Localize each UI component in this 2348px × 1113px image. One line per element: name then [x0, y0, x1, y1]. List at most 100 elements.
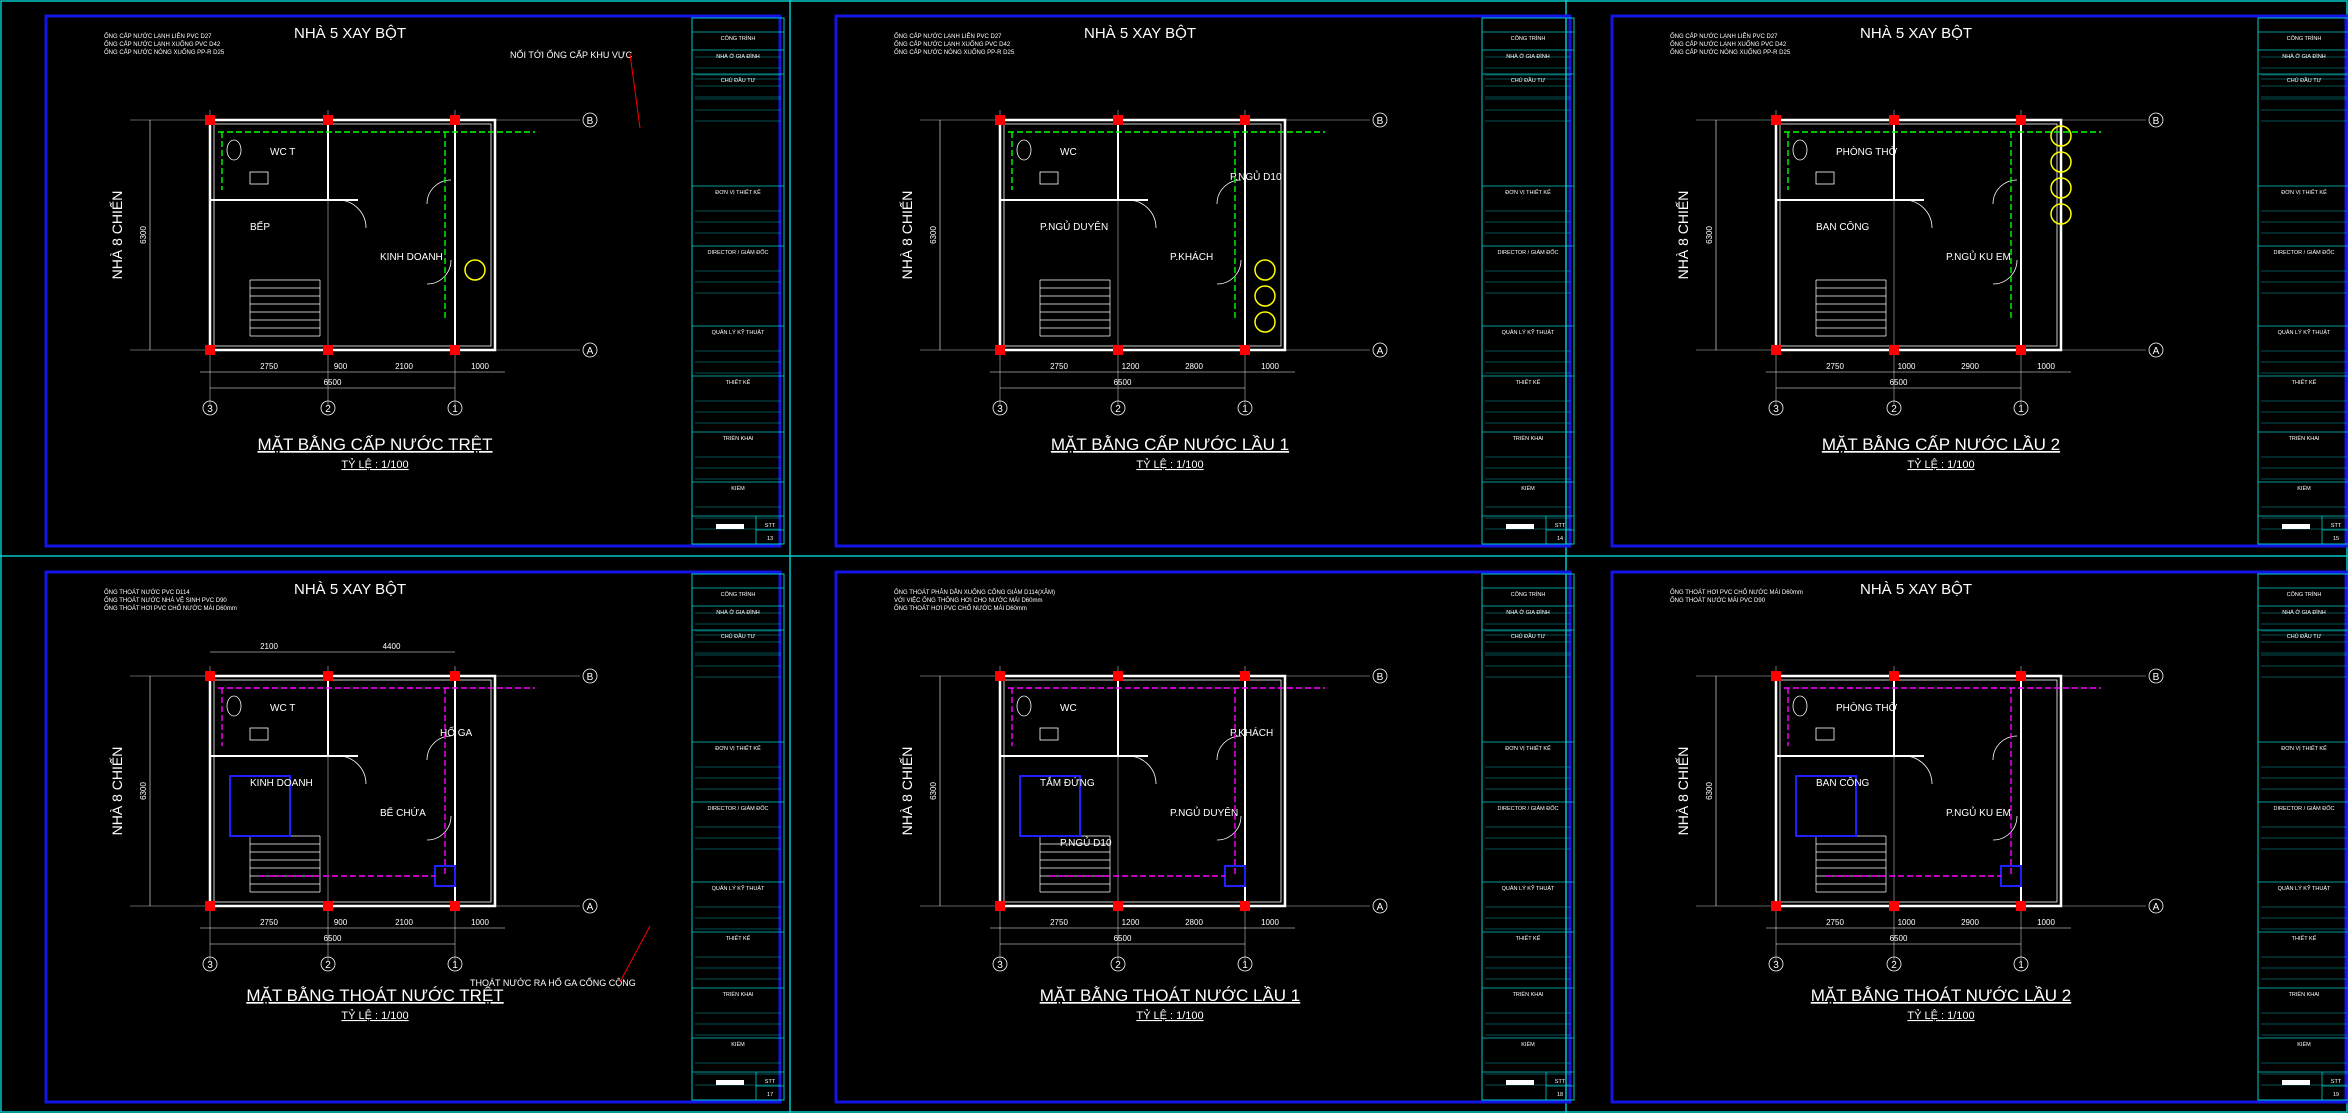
scale-text: TỶ LỆ : 1/100	[1907, 458, 1974, 471]
drawing-title: MẶT BẰNG CẤP NƯỚC LẦU 2	[1822, 435, 2060, 454]
title-block-row-label: KIỂM	[2297, 1041, 2311, 1048]
axis-label: A	[587, 902, 594, 913]
pipe-note: ỐNG CẤP NƯỚC LẠNH LIÊN PVC D27	[104, 32, 212, 40]
door-swing	[426, 815, 452, 841]
header-text: NHÀ 5 XAY BỘT	[294, 581, 406, 598]
title-block-row-label: ĐƠN VỊ THIẾT KẾ	[715, 745, 761, 752]
dimension-side: 6300	[929, 226, 938, 244]
axis-bubble	[992, 956, 1008, 972]
title-block-row-label: CÔNG TRÌNH	[2287, 35, 2322, 42]
dimension-total: 6500	[324, 378, 342, 387]
exterior-wall-inner	[1003, 679, 1282, 903]
axis-bubble	[2148, 112, 2164, 128]
axis-label: B	[1377, 116, 1384, 127]
axis-bubble	[582, 898, 598, 914]
basin-icon	[1039, 727, 1059, 741]
column	[1889, 901, 1899, 911]
title-block-frame	[1481, 573, 1575, 1101]
axis-bubble	[2148, 342, 2164, 358]
header-text: NHÀ 5 XAY BỘT	[1860, 581, 1972, 598]
door-swing	[1992, 815, 2018, 841]
title-block-row-label: ĐƠN VỊ THIẾT KẾ	[1505, 189, 1551, 196]
door-swing	[1992, 735, 2018, 761]
title-block-row-label: QUẢN LÝ KỸ THUẬT	[2278, 329, 2331, 336]
axis-label: A	[2153, 346, 2160, 357]
pipe-note: ỐNG THOÁT NƯỚC MÁI PVC D90	[1670, 597, 1766, 604]
axis-label: 1	[2018, 960, 2024, 971]
title-block-row-label: DIRECTOR / GIÁM ĐỐC	[2273, 805, 2334, 812]
title-block-row-label: QUẢN LÝ KỸ THUẬT	[1502, 885, 1555, 892]
exterior-wall	[208, 674, 497, 908]
axis-bubble	[1372, 342, 1388, 358]
room-label: P.NGỦ DUYÊN	[1170, 806, 1238, 819]
inner-frame	[1610, 14, 2348, 548]
side-text: NHÀ 8 CHIẾN	[109, 191, 125, 280]
stt-label: STT	[2331, 1079, 2342, 1085]
dimension-label: 1200	[1122, 362, 1140, 371]
pipe-note: ỐNG CẤP NƯỚC LẠNH LIÊN PVC D27	[894, 32, 1002, 40]
exterior-wall-inner	[1779, 679, 2058, 903]
title-block-row-label: QUẢN LÝ KỸ THUẬT	[712, 885, 765, 892]
column	[450, 345, 460, 355]
title-block-row-label: CÔNG TRÌNH	[1511, 35, 1546, 42]
dimension-label: 2750	[1050, 918, 1068, 927]
axis-label: B	[587, 672, 594, 683]
room-label: KINH DOANH	[250, 778, 313, 789]
dimension-label: 2750	[1826, 362, 1844, 371]
column	[1240, 671, 1250, 681]
column	[1889, 671, 1899, 681]
title-block-row-label: ĐƠN VỊ THIẾT KẾ	[715, 189, 761, 196]
axis-label: 3	[1773, 404, 1779, 415]
dimension-total: 6500	[1114, 378, 1132, 387]
title-block-frame	[2257, 573, 2348, 1101]
column	[995, 345, 1005, 355]
pipe-note: ỐNG CẤP NƯỚC LẠNH XUỐNG PVC D42	[1670, 41, 1787, 48]
column	[2016, 115, 2026, 125]
title-block-frame	[691, 573, 785, 1101]
title-block-row-label: TRIỂN KHAI	[1513, 435, 1544, 442]
room-label: BỂ CHỨA	[380, 806, 426, 819]
room-label: BAN CÔNG	[1816, 220, 1870, 233]
scale-text: TỶ LỆ : 1/100	[341, 458, 408, 471]
title-block-row-label: TRIỂN KHAI	[2289, 991, 2320, 998]
sheet-number: 15	[2333, 536, 2339, 542]
callout-text: THOÁT NƯỚC RA HỐ GA CỐNG CỘNG	[470, 977, 636, 988]
title-block-row-label: TRIỂN KHAI	[723, 991, 754, 998]
room-label: TẮM ĐỨNG	[1040, 776, 1095, 789]
title-block-row-label: QUẢN LÝ KỸ THUẬT	[712, 329, 765, 336]
axis-label: 3	[207, 960, 213, 971]
axis-label: 2	[1115, 960, 1121, 971]
dimension-label: 1200	[1122, 918, 1140, 927]
door-swing	[1127, 755, 1157, 785]
room-label: WC	[1060, 147, 1077, 158]
axis-label: 2	[1891, 960, 1897, 971]
plant-fixture	[2050, 151, 2072, 173]
inner-frame	[44, 570, 782, 1104]
door-swing	[1216, 735, 1242, 761]
column	[1771, 671, 1781, 681]
axis-label: A	[587, 346, 594, 357]
axis-bubble	[1886, 956, 1902, 972]
title-block-row-label: NHÀ Ở GIA ĐÌNH	[716, 609, 760, 616]
column	[1240, 115, 1250, 125]
axis-label: 1	[452, 404, 458, 415]
pipe-note: ỐNG THOÁT HƠI PVC CHỐ NƯỚC MÁI D60mm	[104, 605, 237, 612]
axis-label: 2	[1891, 404, 1897, 415]
inner-frame	[44, 14, 782, 548]
toilet-icon	[1016, 695, 1032, 717]
drawing-title: MẶT BẰNG THOÁT NƯỚC LẦU 1	[1040, 986, 1301, 1005]
dimension-total: 6500	[1114, 934, 1132, 943]
stair	[1815, 279, 1887, 337]
dimension-label: 900	[334, 362, 348, 371]
axis-label: A	[1377, 346, 1384, 357]
callout-leader	[619, 925, 651, 983]
plant-fixture	[1254, 311, 1276, 333]
axis-bubble	[1110, 956, 1126, 972]
exterior-wall	[1774, 674, 2063, 908]
dimension-label: 1000	[1898, 362, 1916, 371]
